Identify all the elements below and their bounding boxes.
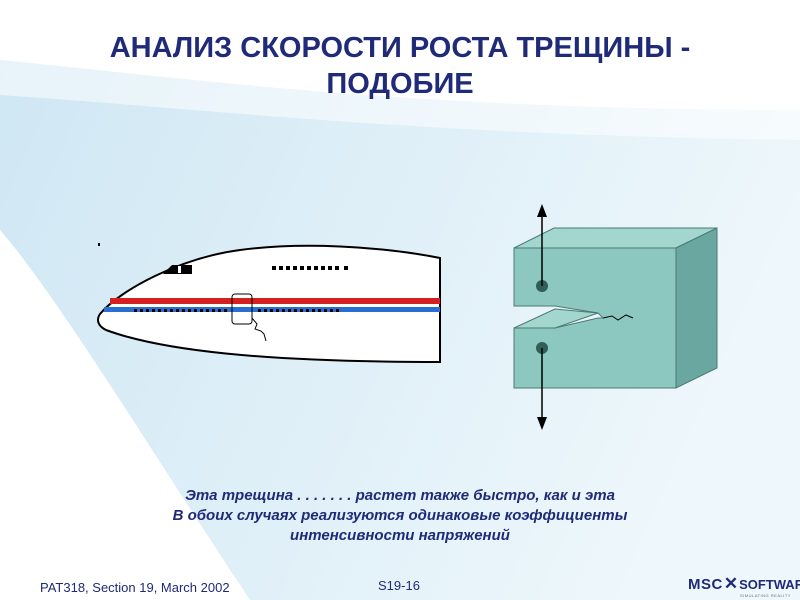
cockpit-windows (163, 265, 192, 274)
caption-line-2: В обоих случаях реализуются одинаковые к… (172, 507, 628, 524)
compact-tension-specimen (513, 204, 718, 430)
logo-x-icon: ✕ (723, 574, 739, 593)
footer-course-info: PAT318, Section 19, March 2002 (40, 580, 230, 595)
specimen-crack (602, 314, 634, 321)
caption-line-1: Эта трещина . . . . . . . растет также б… (185, 487, 615, 504)
caption-line-3: интенсивности напряжений (290, 527, 510, 544)
logo-brand-part1: MSC (688, 576, 723, 593)
fuselage-crack (251, 317, 267, 342)
title-line-2: ПОДОБИЕ (326, 68, 474, 100)
logo-tagline: SIMULATING REALITY (740, 593, 791, 598)
upper-deck-windows (272, 266, 348, 270)
msc-software-logo: MSC✕SOFTWARE SIMULATING REALITY (688, 574, 800, 598)
title-line-1: АНАЛИЗ СКОРОСТИ РОСТА ТРЕЩИНЫ - (109, 32, 691, 64)
fuselage-red-stripe (110, 298, 440, 304)
specimen-side-face (675, 227, 718, 389)
specimen-notch-inner (513, 308, 599, 329)
slide-title: АНАЛИЗ СКОРОСТИ РОСТА ТРЕЩИНЫ - ПОДОБИЕ (60, 30, 740, 102)
door-outline (231, 293, 253, 325)
aircraft-fuselage (97, 243, 441, 364)
logo-brand-part2: SOFTWARE (739, 577, 800, 592)
main-deck-windows (134, 309, 339, 312)
slide-caption: Эта трещина . . . . . . . растет также б… (80, 486, 720, 546)
footer-page-number: S19-16 (378, 578, 420, 593)
specimen-front-face (513, 247, 677, 389)
